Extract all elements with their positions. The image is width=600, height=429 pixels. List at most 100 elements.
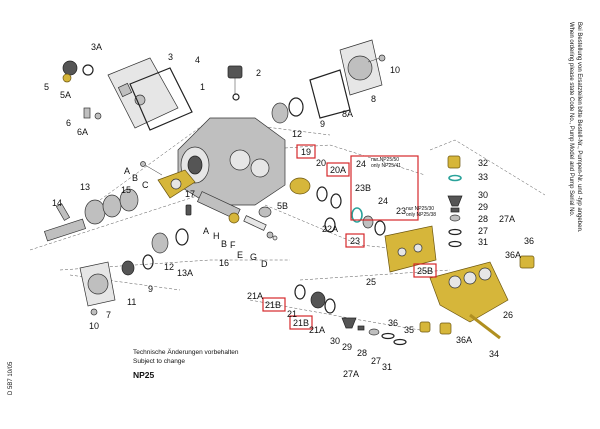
- label-27-bottom: 27: [371, 356, 381, 366]
- label-17: 17: [185, 189, 195, 199]
- label-23b: 23B: [355, 183, 371, 193]
- label-26: 26: [503, 310, 513, 320]
- crankshaft: [43, 188, 139, 242]
- valve-stack-lower: [294, 284, 407, 346]
- label-29-bottom: 29: [342, 342, 352, 352]
- label-5: 5: [44, 82, 49, 92]
- label-31-bottom: 31: [382, 362, 392, 372]
- label-32: 32: [478, 158, 488, 168]
- highlight-box-21b-2: [289, 315, 313, 330]
- label-2: 2: [256, 68, 261, 78]
- label-25b: 25B: [417, 266, 433, 276]
- label-4: 4: [195, 55, 200, 65]
- label-9-top: 9: [320, 119, 325, 129]
- label-10-top: 10: [390, 65, 400, 75]
- label-15: 15: [121, 185, 131, 195]
- label-1: 1: [200, 82, 205, 92]
- label-9-bottom: 9: [148, 284, 153, 294]
- label-5b: 5B: [277, 201, 288, 211]
- label-34: 34: [489, 349, 499, 359]
- label-10-bottom: 10: [89, 321, 99, 331]
- label-20: 20: [316, 158, 326, 168]
- note-23-en: only NP25/38: [406, 212, 436, 218]
- label-12-top: 12: [292, 129, 302, 139]
- label-13a: 13A: [177, 268, 193, 278]
- label-f: F: [230, 240, 236, 250]
- label-27a-bottom: 27A: [343, 369, 359, 379]
- label-27-right: 27: [478, 226, 488, 236]
- label-29-right: 29: [478, 202, 488, 212]
- label-12-bottom: 12: [164, 262, 174, 272]
- oil-plug: [62, 60, 78, 76]
- highlight-box-23: [345, 233, 365, 248]
- label-24-top: 24: [356, 159, 366, 169]
- label-13: 13: [80, 182, 90, 192]
- label-36-bottom: 36: [388, 318, 398, 328]
- assembly-guides: [29, 119, 546, 331]
- seal-retainer: [289, 177, 311, 195]
- label-d: D: [261, 259, 268, 269]
- cover-gasket: [129, 67, 193, 131]
- label-8a: 8A: [342, 109, 353, 119]
- label-24: 24: [378, 196, 388, 206]
- label-36-right: 36: [524, 236, 534, 246]
- note-23-de: nur NP25/30: [406, 206, 434, 212]
- label-e: E: [237, 250, 243, 260]
- highlight-boxes: [262, 144, 437, 330]
- label-h: H: [213, 231, 220, 241]
- label-c-1: C: [142, 180, 149, 190]
- highlight-box-25b: [413, 263, 437, 278]
- plunger-assembly: [196, 191, 278, 241]
- label-25: 25: [366, 277, 376, 287]
- crankcase-cover: [107, 57, 179, 129]
- label-21b-bottom: 21B: [293, 318, 309, 328]
- label-a-1: A: [124, 166, 130, 176]
- note-24-de: nur NP25/50: [371, 157, 399, 163]
- label-19: 19: [301, 147, 311, 157]
- label-a-2: A: [203, 226, 209, 236]
- label-3: 3: [168, 52, 173, 62]
- highlight-box-19: [296, 144, 316, 159]
- label-28-right: 28: [478, 214, 488, 224]
- label-6: 6: [66, 118, 71, 128]
- label-20a: 20A: [330, 165, 346, 175]
- label-22a: 22A: [322, 224, 338, 234]
- footer-disclaimer-en: Subject to change: [133, 358, 185, 365]
- highlight-box-20a: [326, 162, 350, 177]
- label-b-2: B: [221, 239, 227, 249]
- label-6a: 6A: [77, 127, 88, 137]
- part-labels: 3A 3 4 2 10 5 5A 1 8 6 6A 8A 9 12 19 20 …: [44, 42, 534, 379]
- label-27a-right: 27A: [499, 214, 515, 224]
- label-16: 16: [219, 258, 229, 268]
- oil-dipstick: [227, 65, 243, 79]
- label-b-1: B: [132, 173, 138, 183]
- label-14: 14: [52, 198, 62, 208]
- highlight-box-24: [350, 155, 419, 221]
- label-21a-top: 21A: [247, 291, 263, 301]
- valve-manifold: [384, 225, 437, 273]
- label-36a-bottom: 36A: [456, 335, 472, 345]
- label-21b-top: 21B: [265, 300, 281, 310]
- highlight-box-21b-1: [262, 297, 286, 312]
- label-28-bottom: 28: [357, 348, 367, 358]
- label-8: 8: [371, 94, 376, 104]
- label-33: 33: [478, 172, 488, 182]
- label-31-right: 31: [478, 237, 488, 247]
- ordering-note-en: When ordering please state Code No., Pum…: [568, 22, 574, 217]
- note-24-en: only NP25/41: [371, 163, 401, 169]
- label-36a-right: 36A: [505, 250, 521, 260]
- footer: Technische Änderungen vorbehalten Subjec…: [133, 348, 239, 380]
- label-21: 21: [287, 309, 297, 319]
- ordering-note-de: Bei Bestellung von Ersatzteilen bitte Be…: [576, 22, 582, 233]
- document-code: D 5B7 10/05: [8, 361, 14, 395]
- label-23: 23: [350, 236, 360, 246]
- model-name: NP25: [133, 370, 155, 380]
- label-3a: 3A: [91, 42, 102, 52]
- label-11: 11: [127, 297, 136, 307]
- pump-head: [429, 261, 509, 323]
- label-35: 35: [404, 325, 414, 335]
- label-7: 7: [106, 310, 111, 320]
- label-21a-bottom: 21A: [309, 325, 325, 335]
- label-g: G: [250, 252, 257, 262]
